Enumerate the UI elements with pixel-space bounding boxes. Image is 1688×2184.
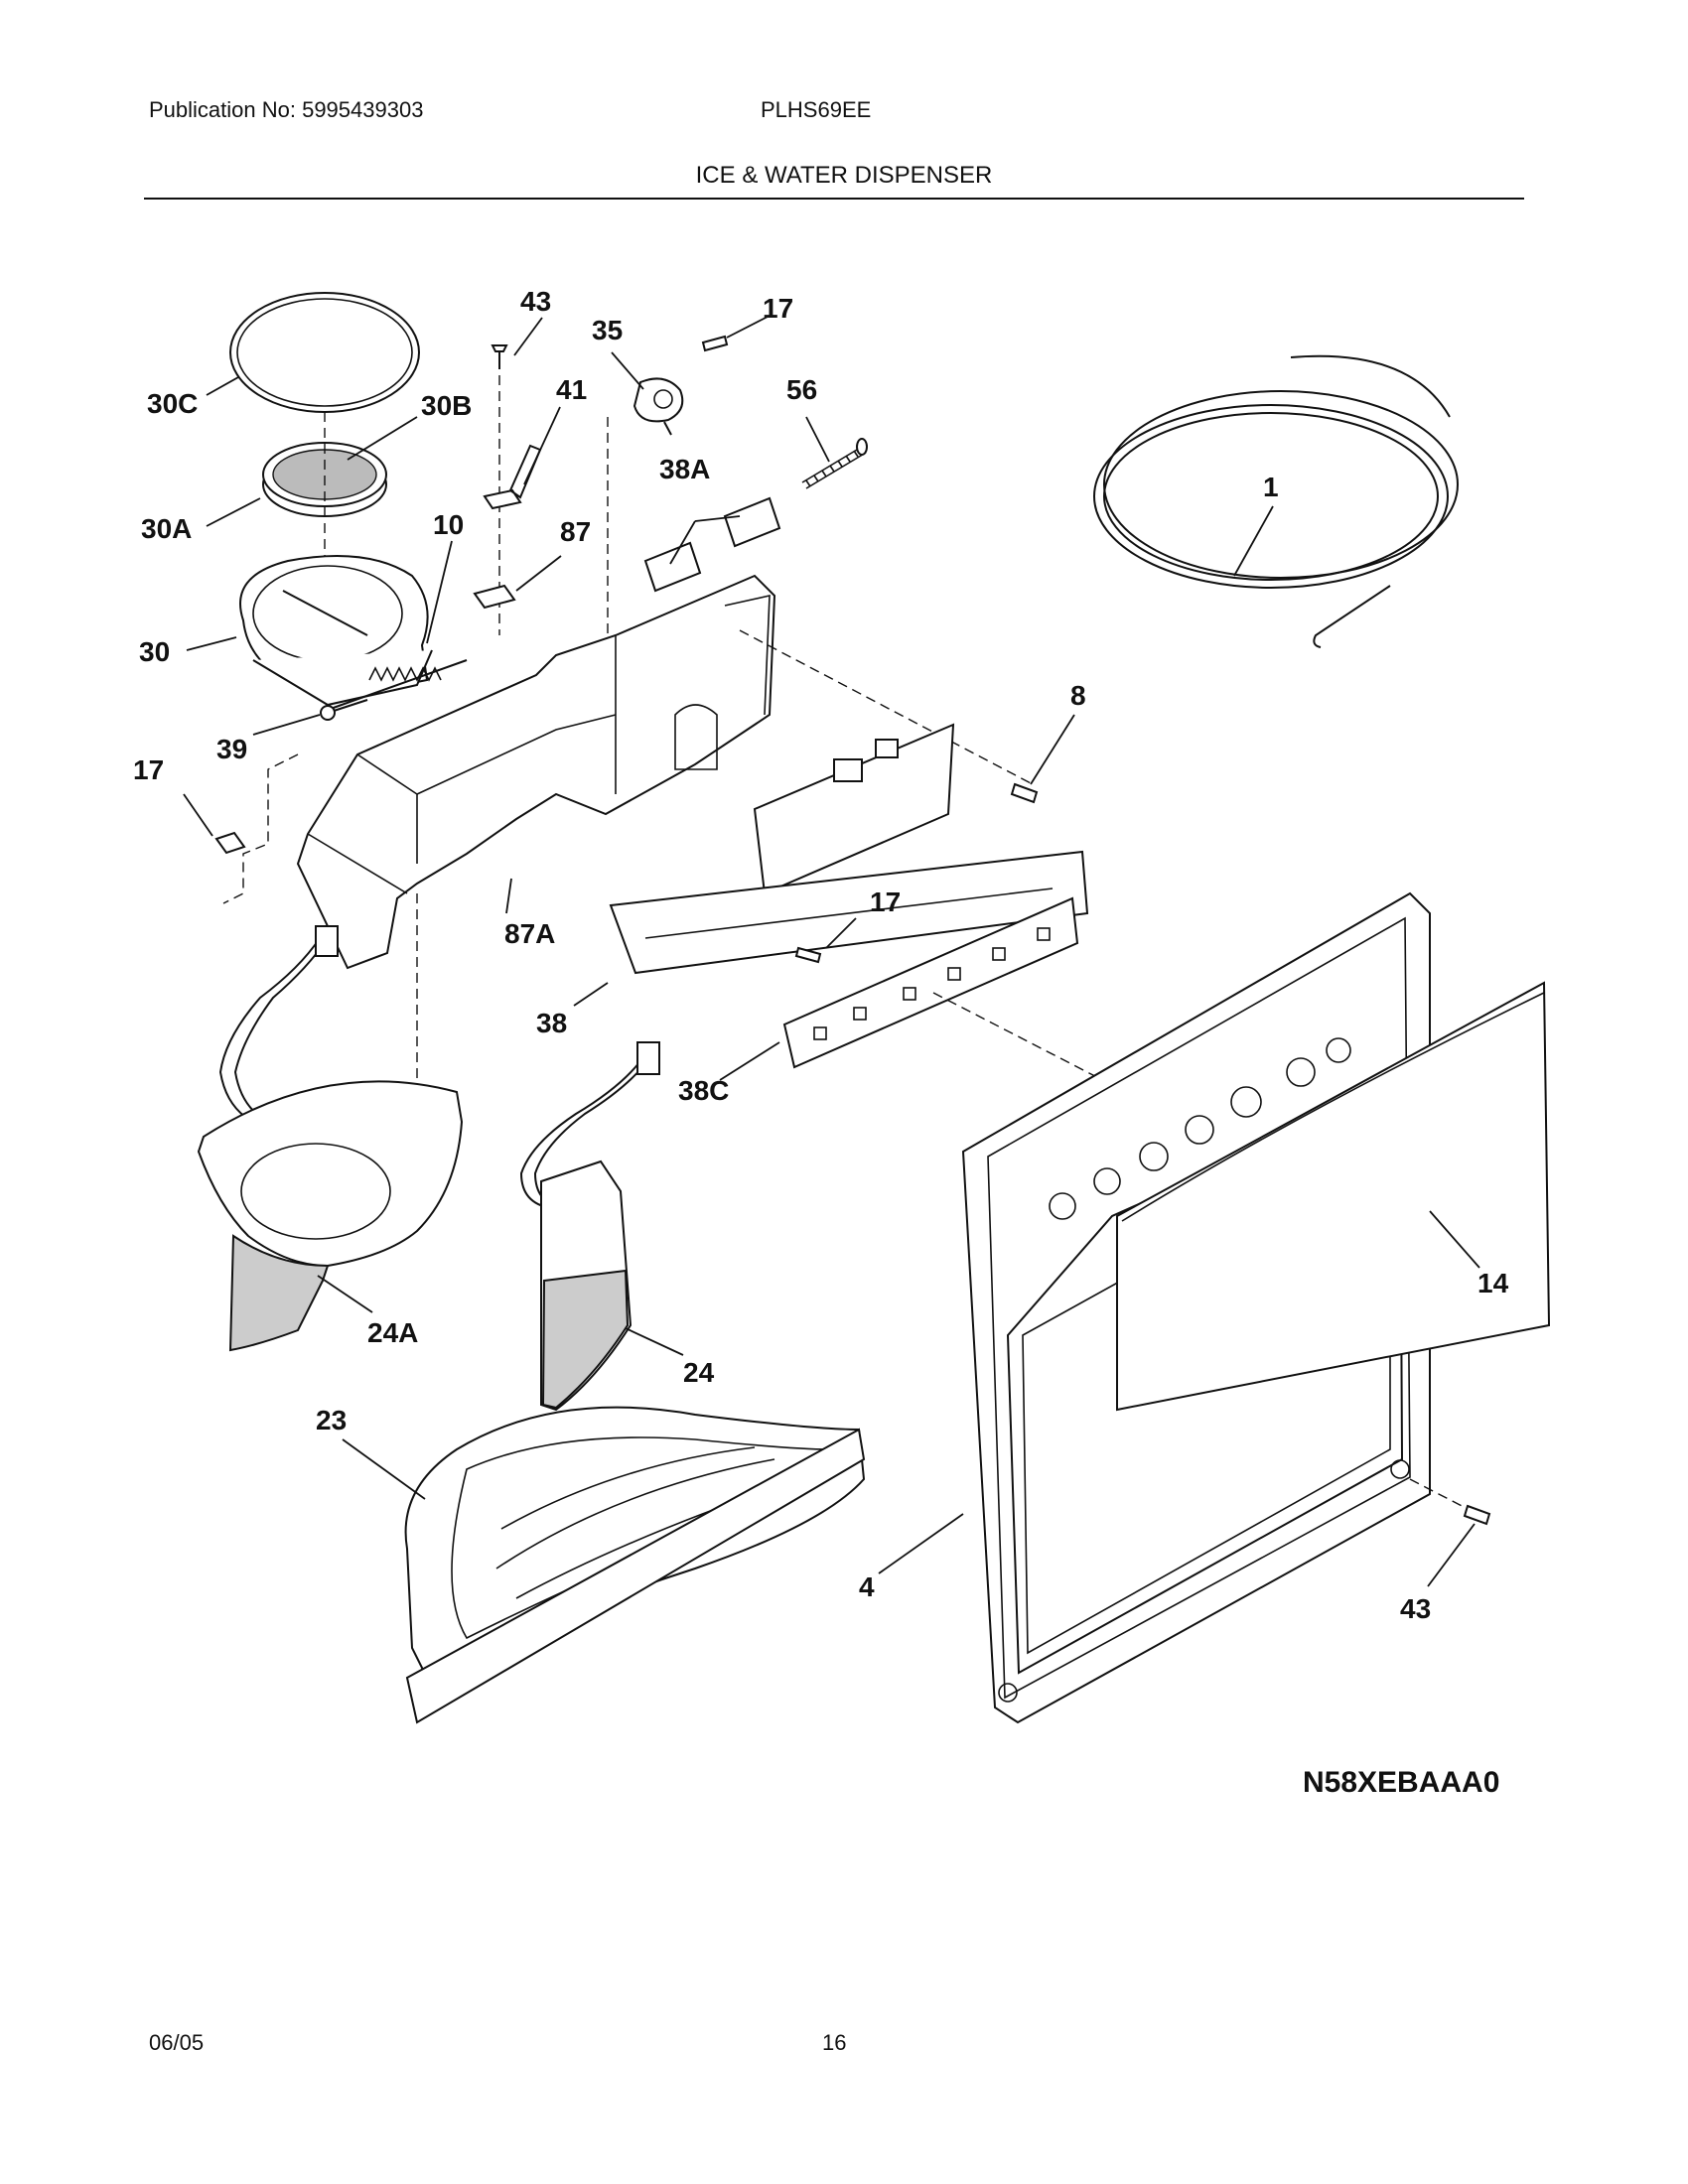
callout-38c: 38C [678, 1075, 729, 1106]
part-17-screw-mid [794, 946, 822, 964]
part-17-screw-right [1010, 782, 1039, 804]
callout-87a: 17 [133, 754, 164, 785]
callout-10: 10 [433, 509, 464, 540]
callout-30b: 30B [421, 390, 472, 421]
callout-87: 87 [560, 516, 591, 547]
callout-24: 24 [683, 1357, 715, 1388]
callout-38: 38 [536, 1008, 567, 1038]
part-43-screw-bottom [1409, 1478, 1491, 1526]
part-30c-gasket-ring [229, 292, 420, 413]
part-14-trim-panel [1116, 981, 1551, 1412]
model-number: PLHS69EE [761, 97, 872, 122]
diagram-code: N58XEBAAA0 [1303, 1766, 1499, 1799]
callout-labels: 43 35 17 30C 30B 41 56 38A 1 30A 10 87 3… [133, 286, 1509, 1624]
callout-24a: 24A [367, 1317, 418, 1348]
callout-30: 30 [139, 636, 170, 667]
callout-30a: 30A [141, 513, 192, 544]
page-number: 16 [822, 2030, 847, 2055]
callout-39: 39 [216, 734, 247, 764]
footer-date: 06/05 [149, 2030, 205, 2055]
part-38c-switch-board [782, 896, 1079, 1069]
page-title: ICE & WATER DISPENSER [695, 162, 993, 189]
callout-35: 35 [592, 315, 623, 345]
part-10-spring [327, 659, 468, 711]
callout-41: 41 [556, 374, 587, 405]
callout-43-bottom: 43 [1400, 1593, 1431, 1624]
part-24-water-chute [519, 1041, 660, 1412]
part-87a-clip [214, 831, 246, 855]
publication-number: Publication No: 5995439303 [149, 97, 424, 122]
part-23-drip-tray [404, 1406, 866, 1724]
callout-56: 56 [786, 374, 817, 405]
part-41-bracket [483, 444, 542, 510]
callout-17-mid: 17 [870, 887, 901, 917]
part-control-board [753, 723, 955, 895]
part-56-long-screw [801, 438, 868, 489]
part-38-board [609, 850, 1089, 975]
part-87-clip [473, 584, 516, 610]
callout-43-top: 43 [520, 286, 551, 317]
callout-17-top: 17 [763, 293, 793, 324]
part-1-water-tubing [1093, 354, 1459, 648]
part-8-housing [296, 574, 776, 970]
callout-8: 87A [504, 918, 555, 949]
callout-38a: 38A [659, 454, 710, 484]
header-rule [144, 198, 1524, 200]
part-24a-ice-chute [197, 925, 464, 1352]
part-30-flap-ring [239, 555, 433, 707]
callout-14: 14 [1477, 1268, 1509, 1298]
callout-30c: 30C [147, 388, 198, 419]
leader-lines [183, 315, 1480, 1587]
callout-1: 1 [1263, 472, 1279, 502]
callout-4: 4 [859, 1571, 875, 1602]
callout-17-right: 8 [1070, 680, 1086, 711]
part-38a-microswitches [643, 496, 781, 593]
part-35-actuator [633, 377, 684, 436]
callout-23: 23 [316, 1405, 347, 1435]
part-17-screw-top [701, 335, 729, 352]
